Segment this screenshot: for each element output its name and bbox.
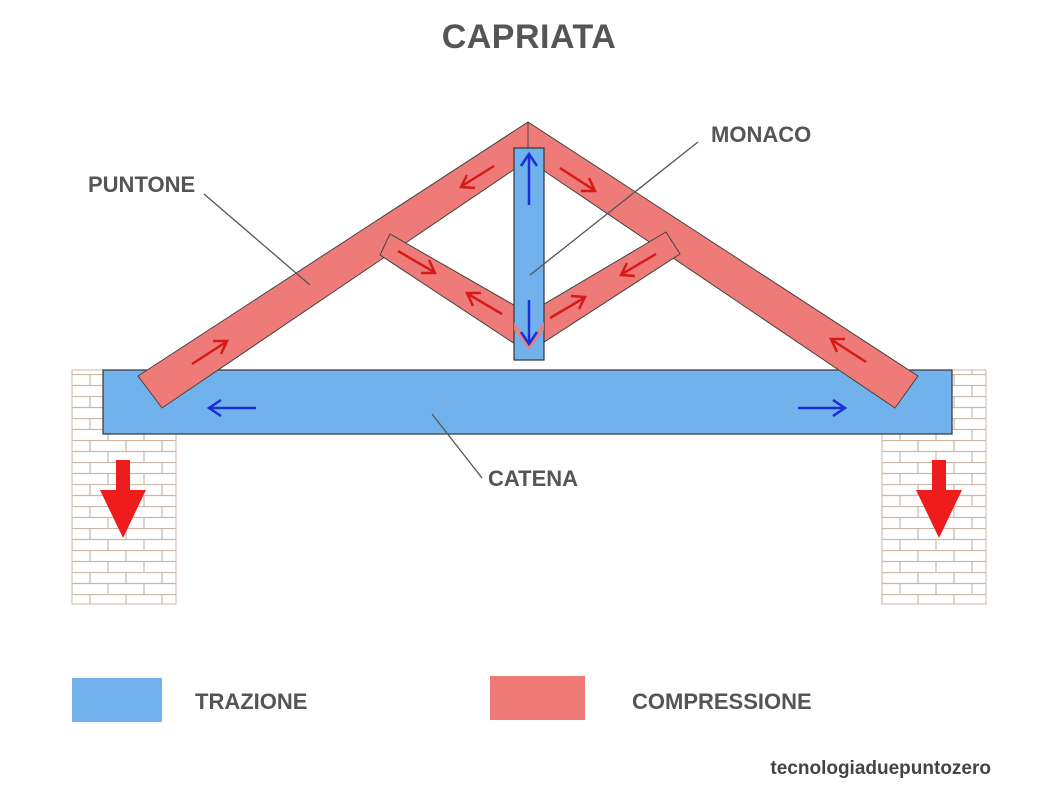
legend-swatch-tension: [72, 678, 162, 722]
left-rafter-lower-arrow: [191, 339, 229, 366]
monaco-up-arrow: [519, 151, 539, 205]
legend-swatch-compression: [490, 676, 585, 720]
right-strut-lower-arrow: [549, 294, 587, 320]
right-strut-upper-arrow: [619, 252, 657, 278]
right-strut: [523, 231, 681, 347]
left-load-arrow: [100, 460, 146, 538]
monaco-down-arrow: [519, 300, 539, 347]
right-rafter-lower-arrow: [829, 337, 867, 364]
legend-label-compression: COMPRESSIONE: [632, 689, 812, 714]
left-strut-lower-arrow: [465, 291, 503, 316]
label-monaco: MONACO: [711, 122, 812, 147]
right-rafter-upper-arrow: [559, 166, 597, 193]
label-puntone: PUNTONE: [88, 172, 196, 197]
catena-right-arrow: [798, 398, 848, 418]
left-strut-upper-arrow: [397, 249, 437, 275]
credit-text: tecnologiaduepuntozero: [770, 758, 991, 779]
left-strut: [379, 233, 534, 347]
puntone-leader-line: [203, 193, 311, 286]
catena-beam: [102, 369, 953, 435]
legend-label-tension: TRAZIONE: [195, 689, 308, 714]
right-puntone-rafter: [527, 121, 919, 409]
left-rafter-upper-arrow: [459, 164, 495, 190]
catena-left-arrow: [206, 398, 256, 418]
right-load-arrow: [916, 460, 962, 538]
left-puntone-rafter: [137, 121, 529, 409]
diagram-title: CAPRIATA: [441, 18, 617, 56]
catena-leader-line: [431, 413, 483, 479]
label-catena: CATENA: [488, 466, 579, 491]
monaco-leader-line: [529, 141, 699, 276]
